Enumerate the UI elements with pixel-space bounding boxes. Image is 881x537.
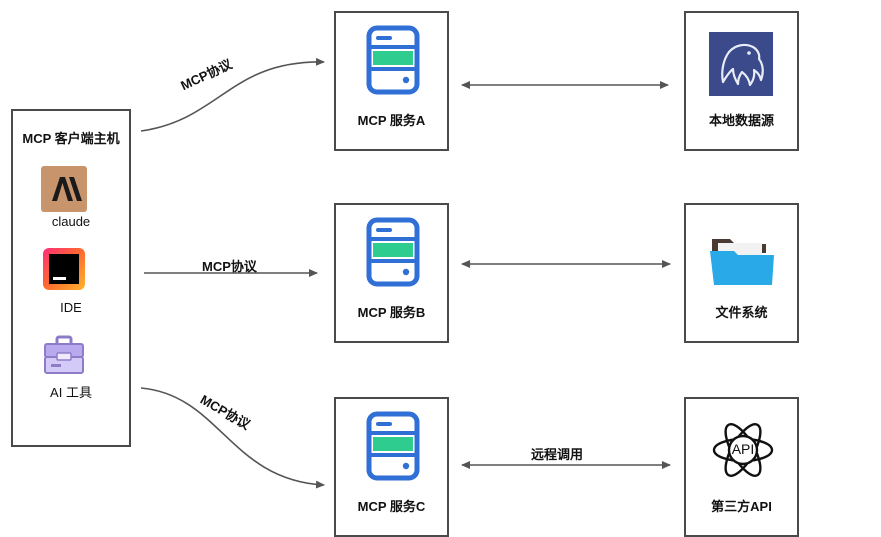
toolbox-icon bbox=[41, 333, 87, 379]
claude-label: claude bbox=[51, 214, 91, 229]
anthropic-logo-icon bbox=[41, 166, 87, 212]
client-host-title: MCP 客户端主机 bbox=[22, 131, 120, 146]
server-icon bbox=[364, 25, 422, 95]
connectors bbox=[140, 57, 671, 489]
server-b-label: MCP 服务B bbox=[357, 305, 426, 320]
ai-tools-label: AI 工具 bbox=[50, 385, 92, 400]
mysql-dolphin-icon bbox=[709, 32, 773, 96]
api-atom-icon: API bbox=[712, 419, 774, 481]
third-party-api-label: 第三方API bbox=[711, 499, 772, 514]
edge-client-to-server-a bbox=[140, 57, 325, 132]
ide-logo-icon bbox=[41, 246, 87, 292]
api-icon-text: API bbox=[731, 441, 755, 457]
server-c-label: MCP 服务C bbox=[357, 499, 426, 514]
server-a-label: MCP 服务A bbox=[357, 113, 426, 128]
claude-app[interactable]: claude bbox=[13, 166, 129, 231]
client-host-box: MCP 客户端主机 claude bbox=[11, 109, 131, 447]
server-icon bbox=[364, 217, 422, 287]
remote-call-label: 远程调用 bbox=[531, 447, 584, 462]
filesystem-box[interactable]: 文件系统 bbox=[684, 203, 799, 343]
folder-icon bbox=[708, 229, 778, 291]
ide-label: IDE bbox=[60, 300, 82, 315]
filesystem-label: 文件系统 bbox=[715, 305, 768, 320]
mcp-server-b-box[interactable]: MCP 服务B bbox=[334, 203, 449, 343]
local-datasource-box[interactable]: 本地数据源 bbox=[684, 11, 799, 151]
third-party-api-box[interactable]: API 第三方API bbox=[684, 397, 799, 537]
ai-tools-app[interactable]: AI 工具 bbox=[13, 333, 129, 403]
local-datasource-label: 本地数据源 bbox=[708, 113, 774, 128]
edge-client-to-server-c bbox=[140, 387, 325, 489]
mcp-server-a-box[interactable]: MCP 服务A bbox=[334, 11, 449, 151]
server-icon bbox=[364, 411, 422, 481]
ide-app[interactable]: IDE bbox=[13, 246, 129, 316]
mcp-server-c-box[interactable]: MCP 服务C bbox=[334, 397, 449, 537]
protocol-label-b: MCP协议 bbox=[202, 259, 257, 274]
